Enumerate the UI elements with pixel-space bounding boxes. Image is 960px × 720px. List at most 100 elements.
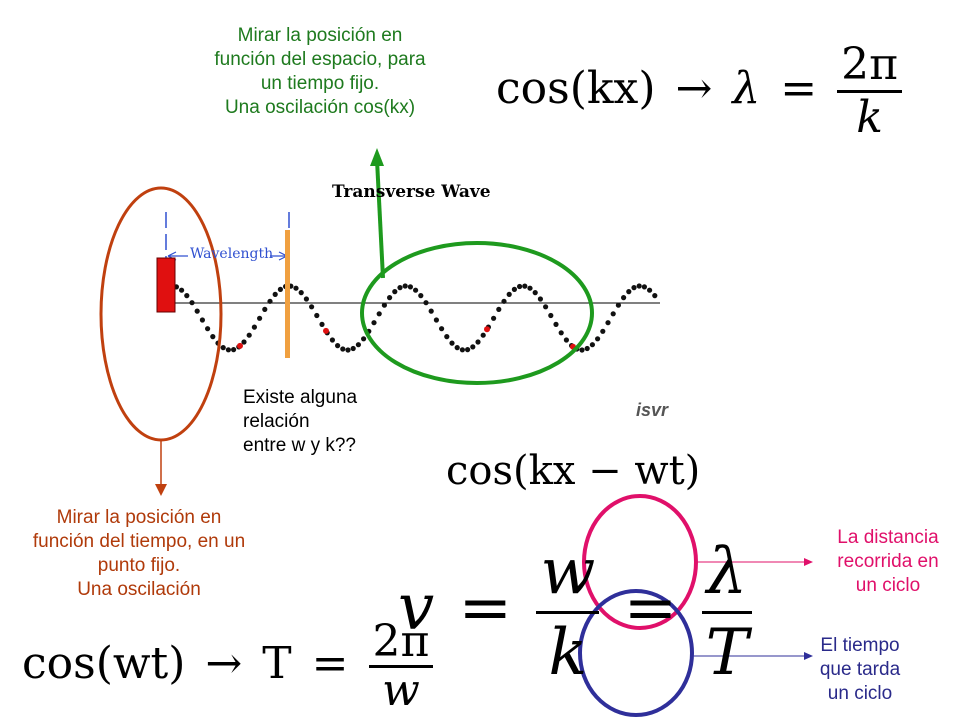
wave-dot <box>184 293 190 299</box>
space-description-line-2: función del espacio, para <box>214 49 426 70</box>
time-description-line-2: función del tiempo, en un <box>32 531 246 552</box>
wave-dot <box>626 289 632 295</box>
wave-dot <box>293 285 299 291</box>
equation-cos-kx: cos(kx) → λ = 2π k <box>496 34 903 144</box>
wave-dot <box>189 300 195 306</box>
wave-dot <box>506 291 512 297</box>
wavelength-label: Wavelength <box>190 246 274 262</box>
wave-dot <box>610 311 616 317</box>
time-description-line-1: Mirar la posición en <box>56 507 222 528</box>
equation-cos-wt-lhs: cos(wt) <box>22 638 186 689</box>
equation-cos-wt-fraction-bar <box>368 665 434 668</box>
equation-velocity-fraction-2: λ T <box>701 533 753 692</box>
lambda-circle <box>582 494 698 630</box>
relation-question-line-2: relación <box>243 411 310 432</box>
wave-dot <box>465 347 471 353</box>
time-description: Mirar la posición en función del tiempo,… <box>0 506 278 602</box>
wave-dot <box>387 295 393 301</box>
wave-dot <box>277 286 283 292</box>
equation-velocity-fraction-bar-2 <box>701 611 753 614</box>
wavelength-description-line-2: recorrida en <box>837 551 939 572</box>
equation-cos-kx-arrow: → <box>675 63 713 114</box>
wave-dot <box>584 345 590 352</box>
wave-dot <box>335 343 341 349</box>
equation-cos-wt-denominator: w <box>382 665 420 716</box>
wave-dot <box>262 306 268 312</box>
wave-dot <box>329 337 335 343</box>
wave-dot <box>246 332 252 338</box>
space-arrow-line <box>375 159 385 279</box>
wave-dot <box>563 337 570 343</box>
wave-dot <box>454 345 460 351</box>
wave-dot <box>532 290 538 296</box>
wave-dot <box>480 332 486 338</box>
wave-dot <box>272 291 278 297</box>
equation-velocity-numerator-1: w <box>540 535 596 609</box>
period-description-line-3: un ciclo <box>827 683 893 704</box>
wave-dot <box>361 336 367 342</box>
equation-velocity-equals: = <box>458 571 513 645</box>
relation-question-line-3: entre w y k?? <box>243 435 356 456</box>
red-position-block <box>156 257 176 313</box>
equation-velocity-fraction-1: w k <box>536 533 600 692</box>
wave-dot <box>418 293 424 299</box>
relation-question-line-1: Existe alguna <box>243 387 358 408</box>
equation-cos-kx-var: λ <box>732 63 761 114</box>
wave-dot-highlight <box>237 342 243 349</box>
period-circle <box>578 589 694 717</box>
wave-dot <box>371 320 377 326</box>
wave-dot <box>491 315 497 321</box>
space-description-line-4: Una oscilación cos(kx) <box>224 97 416 118</box>
wave-dot <box>231 347 237 353</box>
wave-dot <box>470 344 476 350</box>
wave-dot <box>621 295 627 301</box>
wave-dot <box>543 304 549 310</box>
wave-dot <box>350 345 356 352</box>
wave-dot <box>449 340 455 346</box>
wave-dot <box>641 284 648 290</box>
wave-dot <box>631 285 637 291</box>
equation-cos-kx-fraction: 2π k <box>837 39 903 143</box>
equation-cos-wt-arrow: → <box>205 638 243 689</box>
wave-dot <box>340 346 346 352</box>
wave-dot <box>589 342 596 348</box>
wave-dot <box>194 308 200 314</box>
wave-dot <box>225 347 231 353</box>
wave-dot <box>511 286 517 292</box>
equation-velocity-denominator-2: T <box>705 616 749 690</box>
wave-dot <box>251 324 257 330</box>
period-description: El tiempo que tarda un ciclo <box>800 634 920 706</box>
wave-dot <box>397 285 403 291</box>
wave-dot <box>605 320 611 326</box>
wave-dot <box>241 339 247 345</box>
wave-dot <box>439 326 445 332</box>
wave-dot <box>636 283 642 289</box>
equation-cos-kx-numerator: 2π <box>841 39 899 90</box>
equation-cos-wt-numerator: 2π <box>372 616 430 667</box>
wave-dot <box>267 298 273 304</box>
orange-position-bar <box>285 230 290 358</box>
wave-dot <box>548 312 554 319</box>
wave-dot-highlight <box>323 327 329 334</box>
wave-dot <box>433 317 439 323</box>
period-arrow-head <box>804 652 813 660</box>
wave-dot-highlight <box>484 326 490 333</box>
wave-dot <box>345 347 351 353</box>
wave-dot <box>392 289 398 295</box>
wave-dot <box>444 334 450 340</box>
isvr-logo: isvr <box>636 400 669 420</box>
wave-dot <box>647 287 653 293</box>
equation-velocity-var: v <box>398 571 435 645</box>
wavelength-description-line-1: La distancia <box>837 527 939 548</box>
figure-title: Transverse Wave <box>332 182 491 202</box>
wave-dot <box>475 339 481 345</box>
time-description-line-3: punto fijo. <box>97 555 181 576</box>
wavelength-description-line-3: un ciclo <box>855 575 921 596</box>
wave-dot <box>522 283 528 289</box>
wave-dot <box>257 315 263 321</box>
wave-dot <box>600 328 606 334</box>
time-description-line-4: Una oscilación <box>77 579 201 600</box>
wave-dot <box>402 283 408 289</box>
wave-dot <box>298 290 304 296</box>
